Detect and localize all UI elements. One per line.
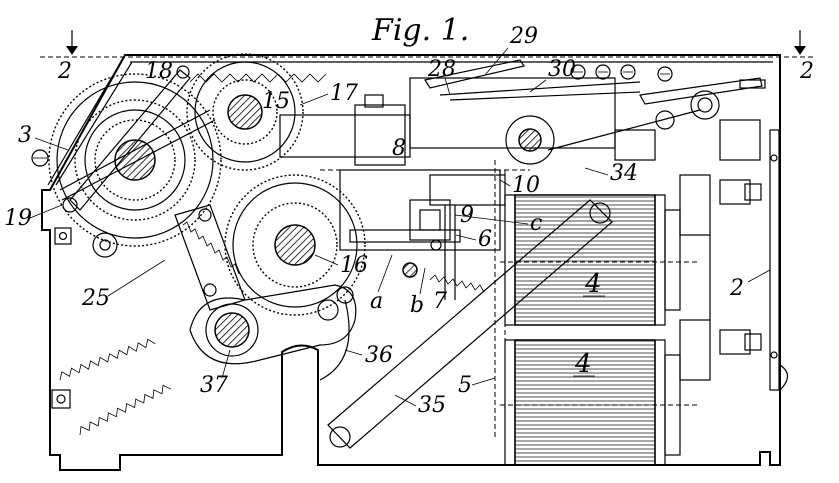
coil-upper-4	[500, 194, 700, 326]
screw-3	[31, 149, 49, 167]
label-4-lower: 4	[574, 349, 592, 379]
spring-7	[429, 274, 485, 293]
label-a: a	[370, 289, 383, 314]
contact-assembly	[409, 59, 766, 165]
label-17: 17	[330, 81, 358, 106]
reference-labels: 3 18 15 17 19 25 16 37 36 35 5 a b 7 6 c…	[4, 24, 771, 418]
gear-18	[48, 73, 222, 247]
label-8: 8	[392, 136, 406, 161]
rack-25	[174, 204, 246, 311]
label-30: 30	[548, 57, 576, 82]
label-4-upper: 4	[584, 269, 602, 299]
label-6: 6	[478, 227, 492, 252]
label-29: 29	[509, 24, 538, 49]
section-mark-left: 2	[57, 59, 72, 84]
label-9: 9	[460, 203, 474, 228]
label-7: 7	[433, 289, 447, 314]
label-25: 25	[81, 286, 110, 311]
shaft-37-arm	[189, 284, 357, 365]
label-c: c	[530, 211, 542, 236]
label-15: 15	[262, 89, 290, 114]
label-34: 34	[610, 161, 638, 186]
right-terminals	[679, 174, 762, 381]
figure-title: Fig. 1.	[371, 13, 469, 48]
label-19: 19	[4, 206, 32, 231]
label-37: 37	[200, 373, 228, 398]
section-mark-right: 2	[799, 59, 814, 84]
label-18: 18	[145, 59, 173, 84]
top-spring	[189, 73, 327, 83]
label-10: 10	[512, 173, 540, 198]
casing-outline	[41, 54, 789, 471]
label-28: 28	[427, 57, 456, 82]
label-2: 2	[729, 276, 744, 301]
arm-36	[319, 299, 350, 381]
lever-19	[62, 65, 191, 258]
label-b: b	[410, 293, 424, 318]
spring-left-lower	[79, 384, 172, 436]
spring-left-upper	[59, 338, 156, 381]
label-16: 16	[340, 253, 368, 278]
coil-lower-4	[500, 339, 700, 466]
gear-17	[186, 53, 304, 171]
gear-16	[224, 174, 366, 316]
section-line-2-2: 2 2	[40, 30, 815, 84]
label-36: 36	[365, 343, 393, 368]
label-3: 3	[18, 123, 32, 148]
label-35: 35	[418, 393, 446, 418]
label-5: 5	[458, 373, 472, 398]
